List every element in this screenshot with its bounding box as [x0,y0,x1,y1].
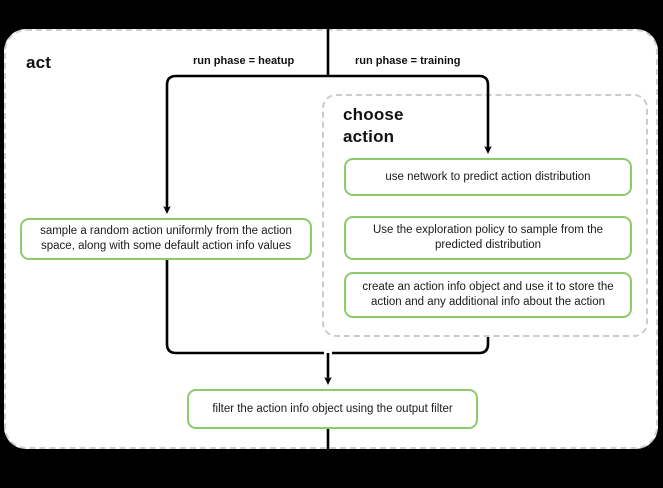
edge-label-run-phase-heatup: run phase = heatup [190,55,298,67]
node-sample-random-action[interactable]: sample a random action uniformly from th… [20,218,312,260]
node-use-network-predict[interactable]: use network to predict action distributi… [344,158,632,196]
node-create-action-info[interactable]: create an action info object and use it … [344,272,632,318]
cluster-choose-action-title: choose action [343,104,453,148]
node-filter-action-info[interactable]: filter the action info object using the … [187,389,478,429]
cluster-act-title: act [26,53,52,72]
edge-label-run-phase-training: run phase = training [352,55,464,67]
cluster-choose-action-title-line1: choose [343,105,404,124]
node-exploration-policy-sample[interactable]: Use the exploration policy to sample fro… [344,216,632,260]
cluster-choose-action-title-line2: action [343,127,395,146]
